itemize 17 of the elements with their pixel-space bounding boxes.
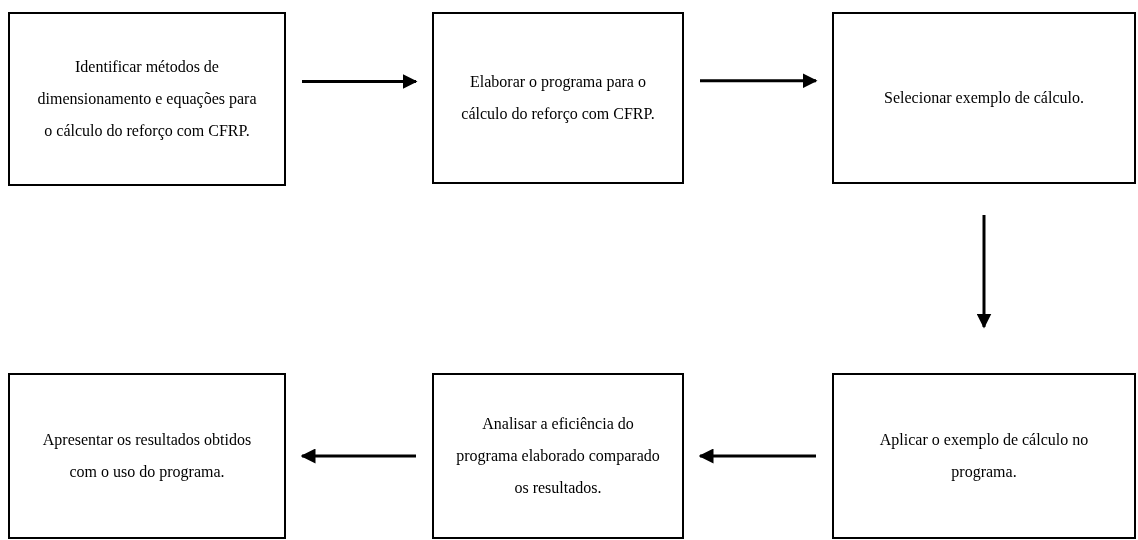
box-text: Identificar métodos de dimensionamento e equações para o cálculo do reforço com CFRP. [36, 57, 258, 142]
arrow [698, 448, 816, 464]
box-text: Analisar a eficiência do programa elaborado comparado os resultados. [456, 414, 660, 498]
arrow [300, 448, 416, 464]
arrow [700, 73, 818, 89]
box-text: Apresentar os resultados obtidos com o uso do programa. [41, 430, 253, 483]
process-box [8, 12, 286, 186]
arrow [976, 215, 992, 329]
process-box [432, 373, 684, 539]
box-text: Elaborar o programa para o cálculo do reforço com CFRP. [460, 72, 656, 125]
box-text: Selecionar exemplo de cálculo. [884, 88, 1084, 109]
box-text: Aplicar o exemplo de cálculo no programa. [878, 430, 1090, 483]
process-box [432, 12, 684, 184]
process-box [832, 373, 1136, 539]
process-box [832, 12, 1136, 184]
process-box [8, 373, 286, 539]
arrow [302, 74, 418, 90]
